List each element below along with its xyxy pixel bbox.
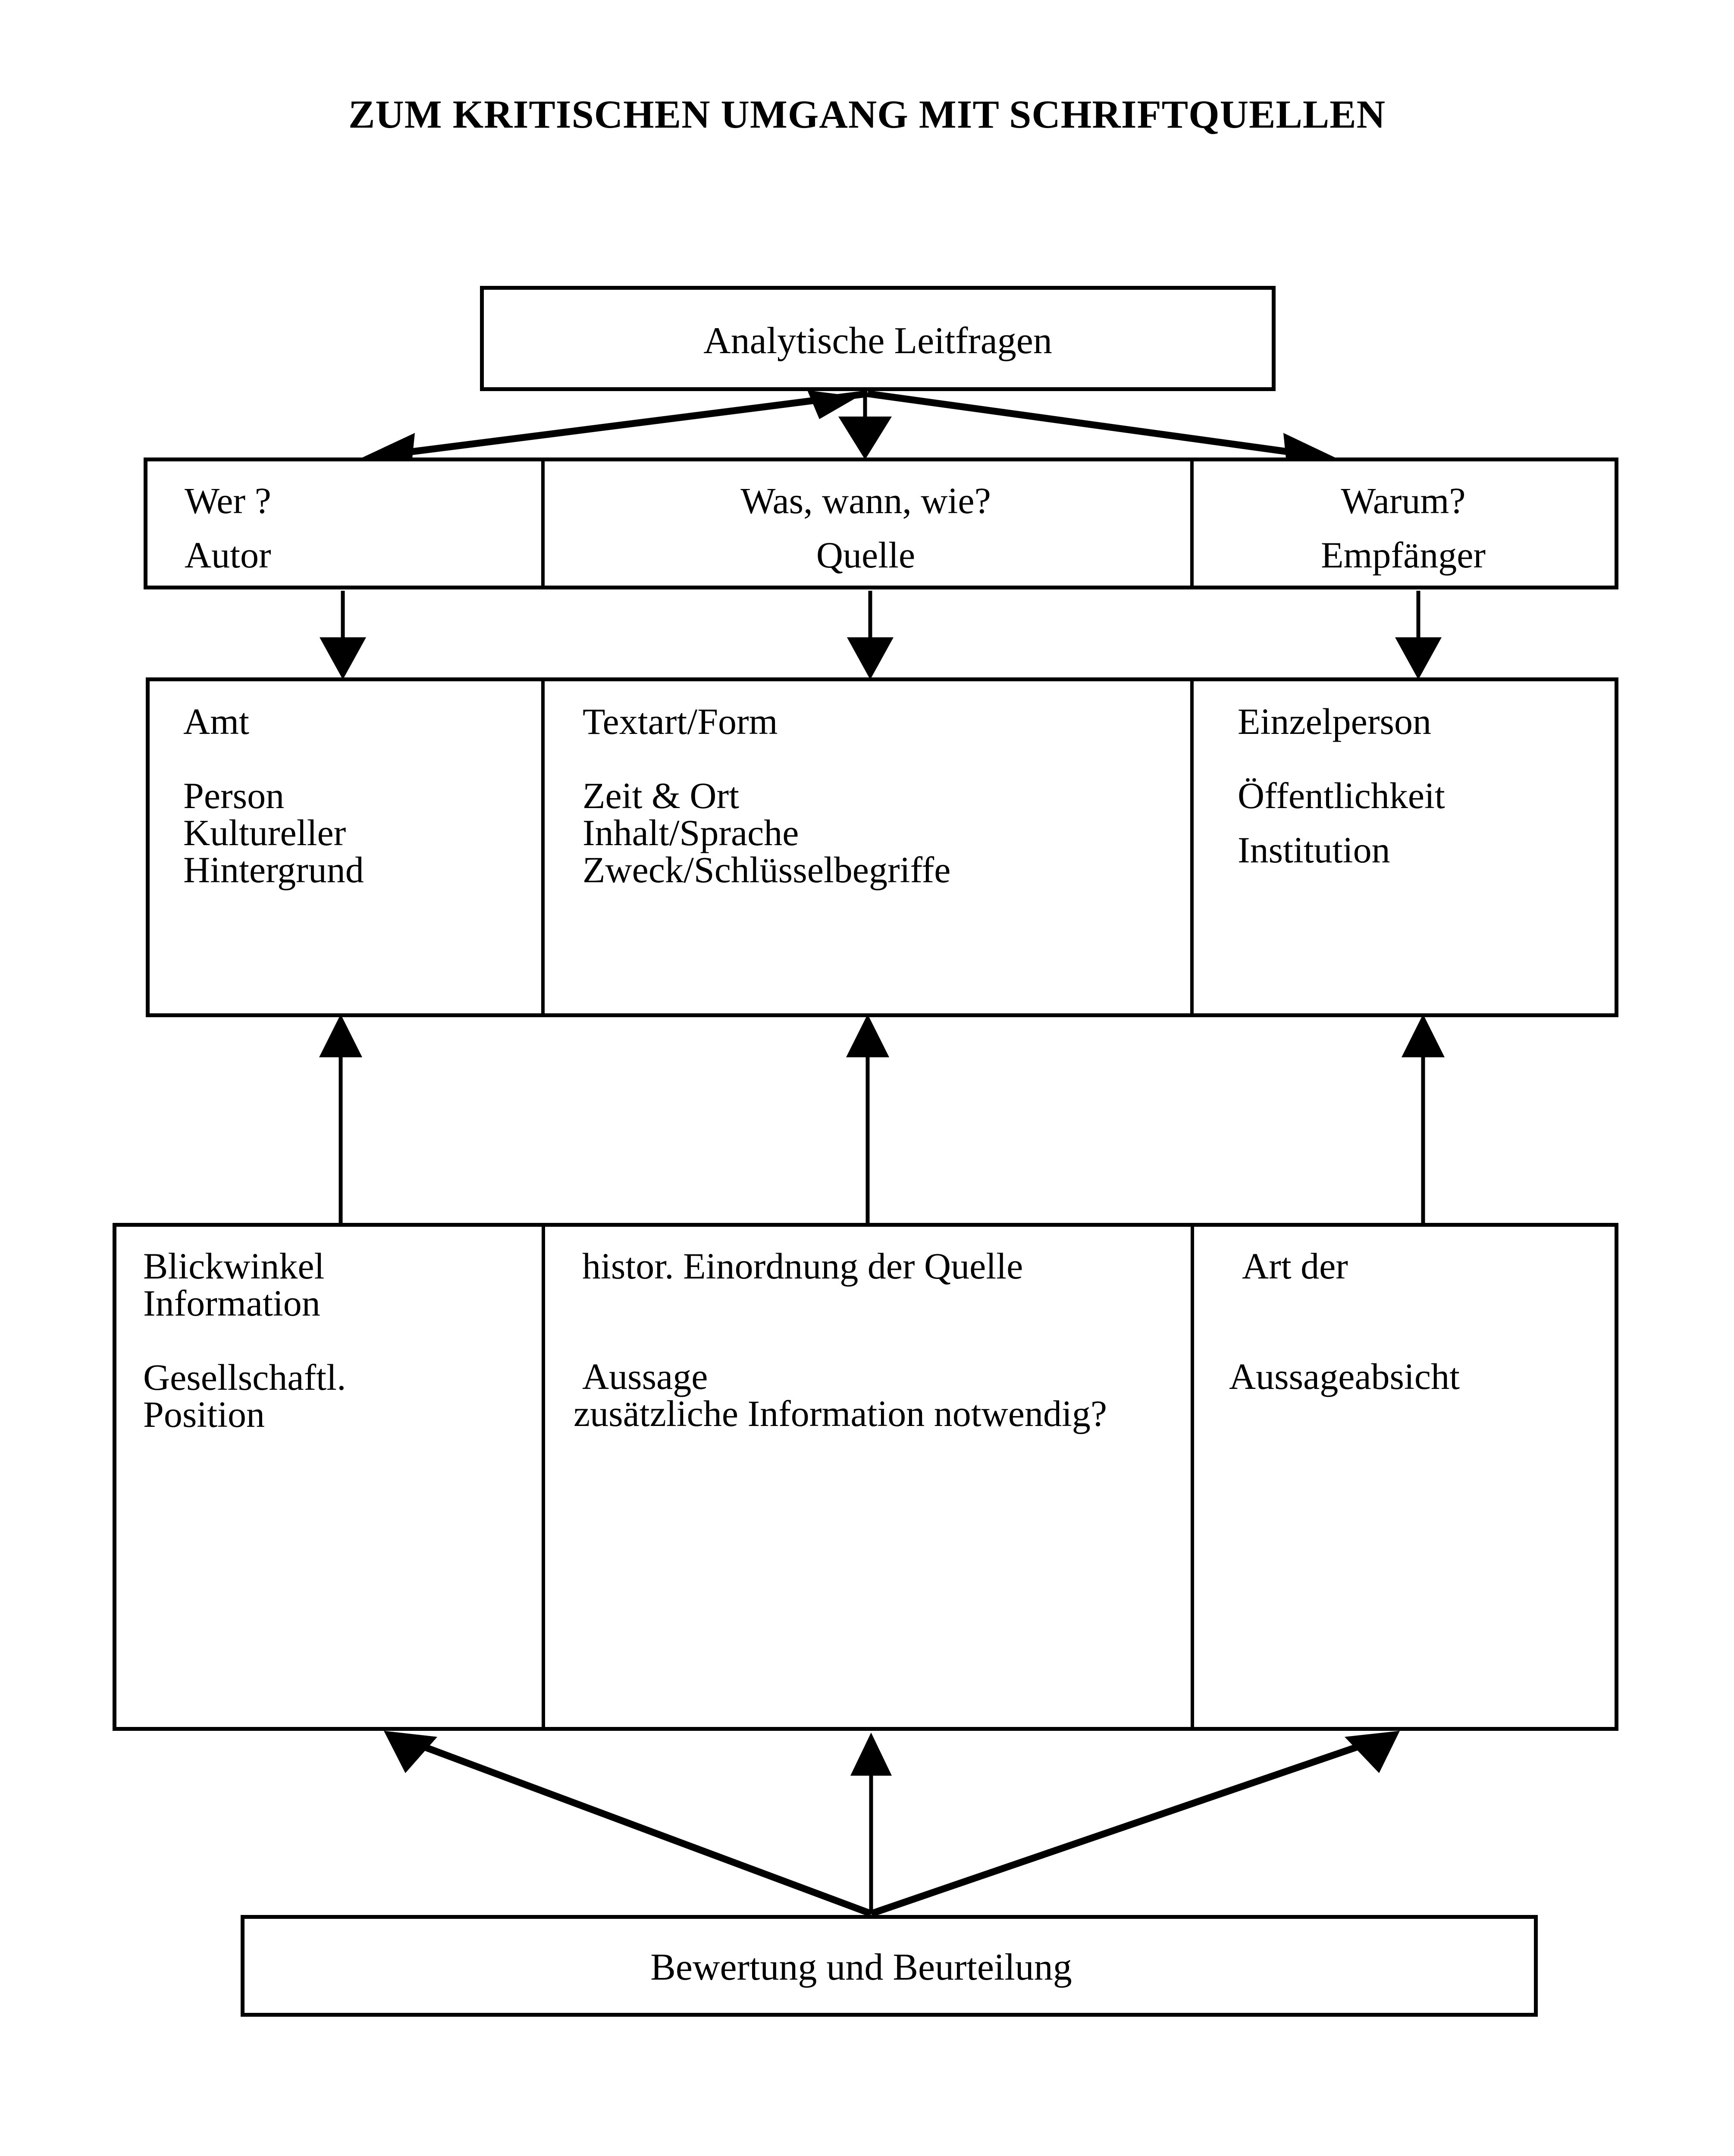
cell-line: Art der (1242, 1245, 1348, 1287)
cell-line: Blickwinkel (143, 1245, 325, 1287)
cell-line: Öffentlichkeit (1238, 775, 1445, 816)
cell-line: Quelle (816, 534, 916, 576)
cell-autor-aspekte: Amt Person Kultureller Hintergrund (183, 703, 533, 888)
row2-divider-2 (1190, 461, 1194, 586)
cell-empfaenger-aspekte: Einzelperson Öffentlichkeit Institution (1238, 703, 1617, 868)
cell-wer-autor: Wer ? Autor (185, 482, 530, 573)
cell-blickwinkel-position: Blickwinkel Information Gesellschaftl. P… (143, 1247, 514, 1433)
cell-line: Aussageabsicht (1229, 1356, 1460, 1397)
row3-divider-1 (541, 681, 545, 1013)
cell-line: Textart/Form (583, 701, 778, 742)
box-bewertung-und-beurteilung-label: Bewertung und Beurteilung (650, 1946, 1072, 1988)
cell-line: Empfänger (1320, 534, 1486, 576)
cell-line: Amt (183, 701, 249, 742)
cell-line: Institution (1238, 829, 1390, 871)
row2-divider-1 (541, 461, 545, 586)
cell-quelle-aspekte: Textart/Form Zeit & Ort Inhalt/Sprache Z… (583, 703, 1186, 888)
cell-line: Was, wann, wie? (740, 480, 991, 521)
cell-line: Autor (185, 534, 271, 576)
cell-line: Person (183, 775, 285, 816)
row-analytical-questions: Wer ? Autor Was, wann, wie? Quelle Warum… (144, 458, 1618, 589)
cell-line: Kultureller (183, 812, 346, 853)
cell-line: Zeit & Ort (583, 775, 740, 816)
cell-line: Wer ? (185, 480, 271, 521)
cell-histor-einordnung: histor. Einordnung der Quelle Aussage zu… (574, 1245, 1186, 1432)
cell-line: Aussage (582, 1356, 708, 1397)
cell-art-der-aussageabsicht: Art der Aussageabsicht (1229, 1245, 1613, 1395)
box-analytische-leitfragen: Analytische Leitfragen (480, 286, 1276, 391)
cell-line: histor. Einordnung der Quelle (582, 1245, 1023, 1287)
row4-divider-2 (1191, 1227, 1194, 1727)
cell-was-wann-wie-quelle: Was, wann, wie? Quelle (545, 482, 1187, 573)
cell-line: Gesellschaftl. (143, 1357, 346, 1398)
cell-line: Inhalt/Sprache (583, 812, 799, 853)
cell-line: Zweck/Schlüsselbegriffe (583, 849, 951, 890)
row-source-aspects: Amt Person Kultureller Hintergrund Texta… (146, 677, 1618, 1017)
row4-divider-1 (542, 1227, 545, 1727)
box-analytische-leitfragen-label: Analytische Leitfragen (703, 320, 1052, 362)
row-analysis-criteria: Blickwinkel Information Gesellschaftl. P… (113, 1223, 1618, 1731)
cell-line: Information (143, 1282, 320, 1324)
cell-line: Hintergrund (183, 849, 364, 890)
cell-warum-empfaenger: Warum? Empfänger (1194, 482, 1613, 573)
row3-divider-2 (1190, 681, 1194, 1013)
cell-line: Position (143, 1394, 265, 1435)
cell-line: zusätzliche Information notwendig? (574, 1393, 1107, 1434)
box-bewertung-und-beurteilung: Bewertung und Beurteilung (241, 1915, 1538, 2017)
cell-line: Einzelperson (1238, 701, 1431, 742)
cell-line: Warum? (1341, 480, 1466, 521)
page-title: ZUM KRITISCHEN UMGANG MIT SCHRIFTQUELLEN (348, 92, 1386, 136)
